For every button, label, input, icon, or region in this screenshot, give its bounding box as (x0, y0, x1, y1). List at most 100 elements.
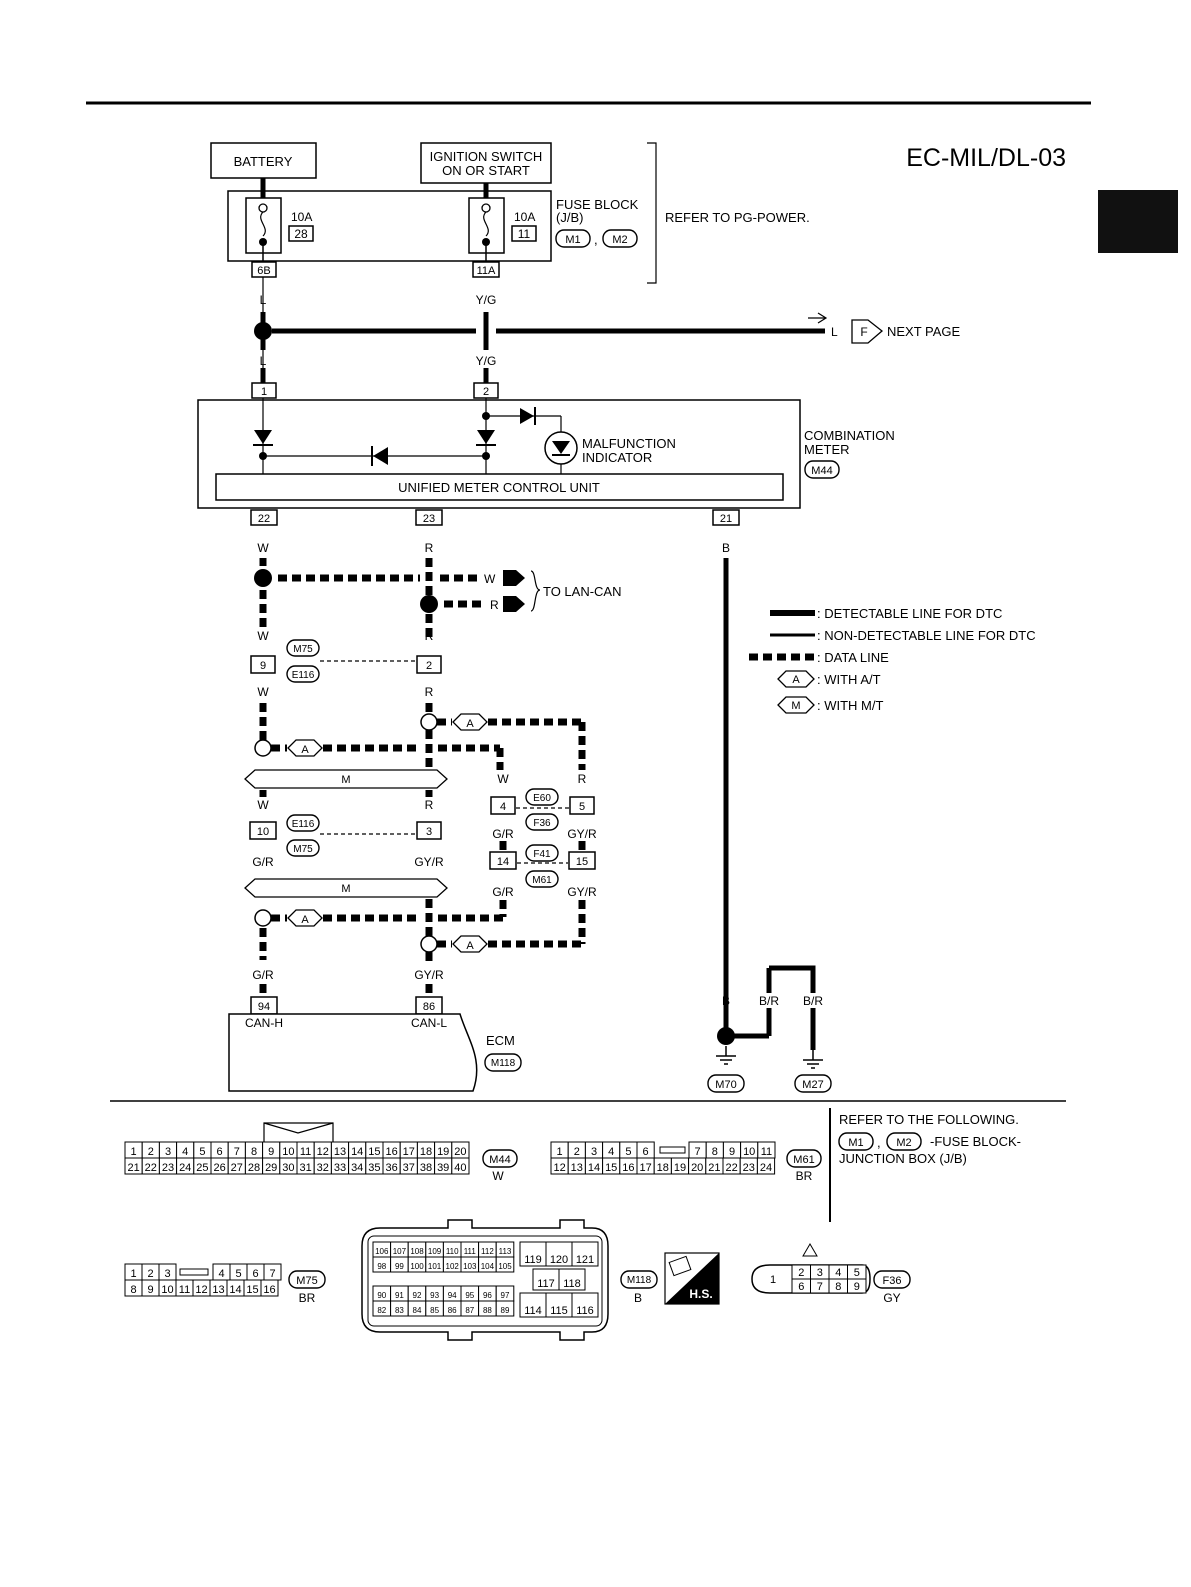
conn-m61-label: M61 (532, 875, 552, 886)
wire-yg-2: Y/G (476, 354, 497, 368)
pin-number: 10 (743, 1146, 755, 1158)
pin-number: 94 (448, 1291, 457, 1300)
m75-color: BR (299, 1291, 316, 1305)
legend-with-at: : WITH A/T (817, 672, 881, 687)
pin-number: 2 (148, 1146, 154, 1158)
opt-m-2: M (341, 883, 350, 895)
wire-gr-at1: G/R (492, 827, 514, 841)
diode-4 (520, 408, 534, 424)
pin-number: 7 (269, 1268, 275, 1280)
pin-number: 9 (854, 1281, 860, 1293)
pin-number: 37 (403, 1162, 415, 1174)
pin-number: 5 (199, 1146, 205, 1158)
pin-number: 4 (182, 1146, 188, 1158)
f36-color: GY (883, 1291, 900, 1305)
next-page-label: NEXT PAGE (887, 324, 961, 339)
fuse-block-label-1: FUSE BLOCK (556, 197, 639, 212)
pin-number: 10 (161, 1284, 173, 1296)
legend-data-line: : DATA LINE (817, 650, 889, 665)
pin-number: 3 (165, 1146, 171, 1158)
pin-number: 2 (147, 1268, 153, 1280)
pin-number: 22 (145, 1162, 157, 1174)
pin-number: 6 (643, 1146, 649, 1158)
pin-number: 9 (729, 1146, 735, 1158)
conn-m75-tag-2 (286, 839, 320, 857)
pin-number: 115 (550, 1305, 568, 1317)
wire-r-lan: R (490, 598, 499, 612)
pin-14: 14 (497, 856, 509, 868)
pin-9: 9 (260, 660, 266, 672)
mt-bar-1 (244, 769, 448, 789)
pin-number: 15 (605, 1162, 617, 1174)
pin-number: 21 (708, 1162, 720, 1174)
conn-m75-tag (286, 639, 320, 657)
pin-cell (847, 1278, 867, 1294)
pin-number: 14 (229, 1284, 241, 1296)
pin-number: 18 (657, 1162, 669, 1174)
pin-number: 118 (563, 1278, 581, 1290)
legend-non-detectable: : NON-DETECTABLE LINE FOR DTC (817, 628, 1036, 643)
refer-desc-2: JUNCTION BOX (J/B) (839, 1151, 967, 1166)
connector-latch (659, 1146, 686, 1154)
pin-number: 120 (550, 1254, 568, 1266)
pin-number: 27 (231, 1162, 243, 1174)
m75-label: M75 (296, 1275, 317, 1287)
malfunction-label-1: MALFUNCTION (582, 436, 676, 451)
unified-label: UNIFIED METER CONTROL UNIT (398, 480, 600, 495)
connector-latch (179, 1268, 209, 1276)
can-h: CAN-H (245, 1016, 283, 1030)
pin-4: 4 (500, 801, 506, 813)
pin-number: 26 (213, 1162, 225, 1174)
diode-2 (477, 430, 495, 444)
pin-number: 40 (454, 1162, 466, 1174)
diode-3 (373, 447, 388, 465)
pin-23: 23 (423, 513, 435, 525)
opt-a-1: A (466, 718, 474, 730)
pin-22: 22 (258, 513, 270, 525)
battery-label: BATTERY (234, 154, 293, 169)
pin-cell (519, 1241, 547, 1267)
m61-tag (786, 1149, 822, 1168)
pin-number: 3 (164, 1268, 170, 1280)
term-6b: 6B (257, 265, 270, 277)
pin-number: 4 (608, 1146, 614, 1158)
pin-number: 17 (639, 1162, 651, 1174)
pin-number: 100 (410, 1262, 424, 1271)
pin-number: 17 (403, 1146, 415, 1158)
wire-w-3: W (257, 685, 269, 699)
wire-w-1: W (257, 541, 269, 555)
pin-number: 6 (217, 1146, 223, 1158)
opt-a-4: A (466, 940, 474, 952)
wire-br-2: B/R (803, 994, 823, 1008)
pin-4-box (490, 796, 516, 815)
section-tab (1098, 190, 1178, 253)
pin-number: 111 (464, 1247, 477, 1256)
pin-21-box (712, 509, 740, 526)
pin-number: 11 (300, 1146, 311, 1158)
pin-number: 86 (448, 1306, 457, 1315)
refer-m2: M2 (896, 1137, 911, 1149)
term-11a: 11A (477, 265, 496, 277)
conn-f36-tag (525, 813, 559, 831)
wire-w-at: W (497, 772, 509, 786)
m61-label: M61 (793, 1154, 814, 1166)
ignition-label-2: ON OR START (442, 163, 530, 178)
pin-number: 9 (268, 1146, 274, 1158)
wire-l-next: L (831, 325, 838, 339)
conn-m75-label: M75 (293, 644, 313, 655)
pin-21: 21 (720, 513, 732, 525)
pin-number: 88 (483, 1306, 492, 1315)
pin-number: 25 (196, 1162, 208, 1174)
pin-number: 1 (130, 1268, 136, 1280)
legend-at-letter: A (792, 674, 800, 686)
f36-label: F36 (883, 1275, 902, 1287)
fuse-2-number: 11 (518, 227, 531, 241)
pin-number: 119 (524, 1254, 542, 1266)
wire-r-1: R (425, 541, 434, 555)
conn-e60-tag (525, 788, 559, 806)
pin-2: 2 (483, 386, 489, 398)
pin-number: 105 (498, 1262, 512, 1271)
combination-label-1: COMBINATION (804, 428, 895, 443)
pin-number: 113 (499, 1247, 512, 1256)
